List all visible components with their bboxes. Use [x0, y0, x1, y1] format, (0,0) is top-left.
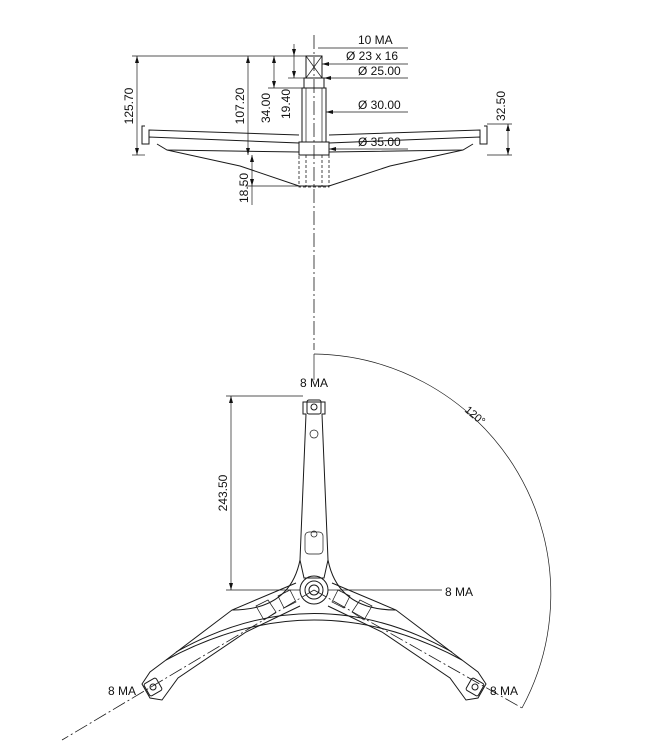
- label-8ma-right: 8 MA: [490, 684, 518, 698]
- dim-34-00: 34.00: [259, 93, 273, 123]
- dim-243-50: 243.50: [216, 474, 230, 511]
- label-dia-35: Ø 35.00: [358, 135, 401, 149]
- label-dia-30: Ø 30.00: [358, 98, 401, 112]
- arm-profile-right: [328, 125, 488, 153]
- side-view: 125.70 107.20 34.00 19.40 18.50 32.50 10: [122, 33, 512, 350]
- spider-arm-left: [141, 582, 301, 701]
- dim-125-70: 125.70: [122, 87, 136, 124]
- dim-18-50: 18.50: [237, 173, 251, 203]
- spider-arm-top: [299, 401, 329, 579]
- hub-hidden: [298, 154, 330, 188]
- label-dia-25: Ø 25.00: [358, 64, 401, 78]
- arm-profile-left: [141, 125, 300, 153]
- angle-label: 120°: [462, 404, 487, 428]
- label-8ma-center: 8 MA: [445, 585, 473, 599]
- top-view: 120° 243.5: [61, 353, 552, 741]
- angle-arc: [313, 353, 552, 709]
- label-8ma-top: 8 MA: [300, 376, 328, 390]
- spider-arm-right: [327, 582, 487, 701]
- label-spline: Ø 23 x 16: [346, 49, 398, 63]
- dim-32-50: 32.50: [494, 91, 508, 121]
- label-8ma-left: 8 MA: [108, 684, 136, 698]
- label-10ma: 10 MA: [358, 33, 393, 47]
- dim-107-20: 107.20: [233, 87, 247, 124]
- dim-19-40: 19.40: [279, 89, 293, 119]
